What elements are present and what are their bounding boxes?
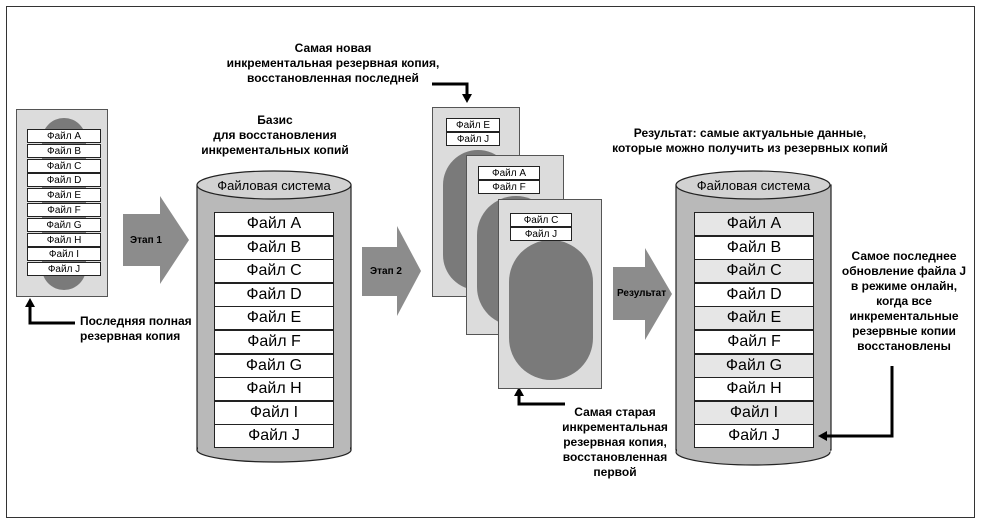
full-backup-file: Файл E [27,188,101,203]
label-latest-update: Самое последнее обновление файла J в реж… [841,249,967,353]
label-oldest-incremental: Самая старая инкрементальная резервная к… [562,405,668,479]
stage2-arrow [362,226,421,316]
filesystem-file-row: Файл E [214,306,334,331]
filesystem-file-row: Файл I [694,400,814,425]
full-backup-file: Файл J [27,262,101,277]
pointer-last-full [28,305,75,325]
incremental-file: Файл J [446,132,500,146]
label-last-full: Последняя полная резервная копия [80,314,192,343]
filesystem-file-row: Файл D [694,282,814,307]
incremental-file: Файл E [446,118,500,132]
full-backup-file: Файл D [27,173,101,188]
full-backup-file: Файл C [27,158,101,173]
stage1-label: Этап 1 [130,235,162,246]
filesystem-file-row: Файл H [214,377,334,402]
filesystem-file-row: Файл H [694,377,814,402]
filesystem-file-row: Файл D [214,282,334,307]
filesystem-file-row: Файл C [214,259,334,284]
filesystem-file-row: Файл I [214,400,334,425]
filesystem-file-row: Файл A [694,212,814,236]
incremental-disk-oldest [509,240,593,380]
filesystem-file-row: Файл J [214,424,334,449]
incremental-file: Файл A [478,166,540,180]
label-result-title: Результат: самые актуальные данные, кото… [612,126,888,155]
filesystem-file-row: Файл G [214,353,334,378]
filesystem-title-middle: Файловая система [217,178,331,193]
filesystem-file-row: Файл B [214,235,334,260]
incremental-file: Файл F [478,180,540,194]
label-newest-incremental: Самая новая инкрементальная резервная ко… [226,41,440,85]
filesystem-file-row: Файл A [214,212,334,236]
pointer-newest [432,82,469,96]
result-arrow [613,248,672,340]
full-backup-file: Файл G [27,217,101,232]
full-backup-file: Файл F [27,203,101,217]
filesystem-file-row: Файл F [214,330,334,354]
full-backup-file: Файл B [27,143,101,158]
label-basis: Базис для восстановления инкрементальных… [201,113,349,157]
filesystem-file-row: Файл G [694,353,814,378]
filesystem-file-row: Файл B [694,235,814,260]
pointer-latest-update [825,366,894,438]
pointer-oldest [517,394,565,406]
diagram-frame [6,6,975,518]
incremental-file: Файл J [510,227,572,241]
full-backup-file: Файл A [27,129,101,143]
full-backup-file: Файл H [27,232,101,247]
filesystem-title-result: Файловая система [696,178,811,193]
stage1-arrow [123,196,189,284]
full-backup-file: Файл I [27,247,101,262]
filesystem-file-row: Файл F [694,330,814,354]
incremental-file: Файл C [510,213,572,227]
result-label: Результат [617,288,667,299]
filesystem-file-row: Файл J [694,424,814,449]
stage2-label: Этап 2 [370,266,402,277]
filesystem-file-row: Файл E [694,306,814,331]
filesystem-file-row: Файл C [694,259,814,284]
